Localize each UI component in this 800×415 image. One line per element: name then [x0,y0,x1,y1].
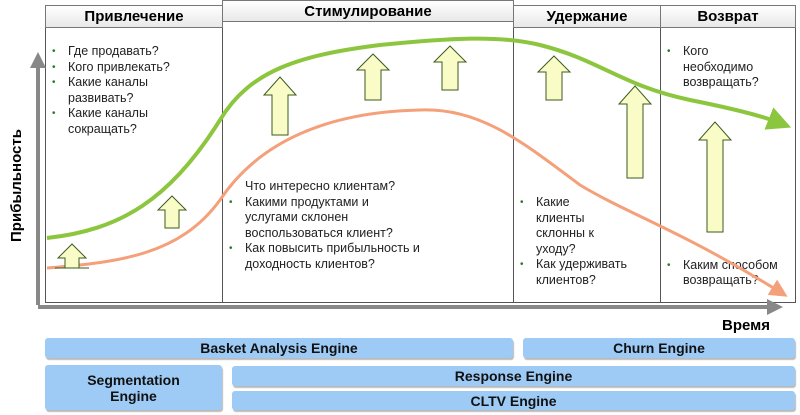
question: Какие каналы развивать? [46,75,178,106]
question: Какие клиенты склонны к уходу? [514,195,616,257]
stage-column-return: Кого необходимо возвращать? Каким способ… [660,28,796,303]
question-list: Каким способом возвращать? [661,258,795,289]
lifecycle-graph [30,36,792,315]
up-arrow-icon [55,243,89,269]
question: Кого привлекать? [46,60,222,76]
up-arrow-icon [697,121,733,233]
question: Каким способом возвращать? [661,258,778,289]
up-arrow-icon [262,76,298,136]
stage-column-retention: Какие клиенты склонны к уходу? Как удерж… [513,28,661,303]
question: Как повысить прибыльность и доходность к… [223,241,445,272]
x-axis-label: Время [722,317,770,334]
stage-header-retention: Удержание [513,5,661,28]
question-list: Кого необходимо возвращать? [661,44,795,91]
segmentation-engine: Segmentation Engine [45,365,222,410]
green-curve [46,36,792,240]
question-list: Какие клиенты склонны к уходу? Как удерж… [514,195,660,288]
question-list: Что интересно клиентам? Какими продуктам… [223,179,513,272]
question: Кого необходимо возвращать? [661,44,778,91]
up-arrow-icon [156,195,188,229]
up-arrow-icon [432,45,468,91]
stage-header-stimulation: Стимулирование [222,0,514,22]
stage-header-return: Возврат [660,5,796,28]
y-axis-label: Прибыльность [7,128,25,242]
up-arrow-icon [355,53,391,101]
stage-column-acquisition: Где продавать? Кого привлекать? Какие ка… [45,28,223,303]
stage-column-stimulation: Что интересно клиентам? Какими продуктам… [222,28,514,303]
up-arrow-icon [617,85,653,179]
stage-header-acquisition: Привлечение [45,5,223,28]
question: Где продавать? [46,44,222,60]
y-axis-label-wrap: Прибыльность [5,70,27,300]
basket-analysis-engine: Basket Analysis Engine [45,338,513,358]
up-arrow-icon [536,55,572,101]
question: Какими продуктами и услугами склонен вос… [223,195,410,242]
orange-curve [46,108,788,297]
question-list: Где продавать? Кого привлекать? Какие ка… [46,44,222,137]
growth-arrows [55,45,733,269]
question: Какие каналы сокращать? [46,106,178,137]
question: Как удерживать клиентов? [514,257,651,288]
churn-engine: Churn Engine [523,338,795,358]
cltv-engine: CLTV Engine [232,391,795,410]
response-engine: Response Engine [232,366,795,386]
